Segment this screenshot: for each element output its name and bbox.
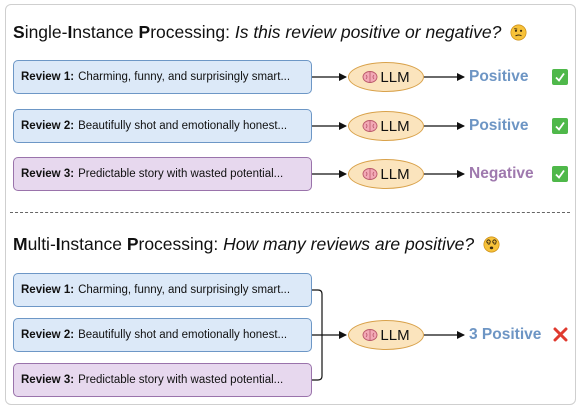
review-label: Review 2: [21,329,75,341]
single-review-1: Review 1: Charming, funny, and surprisin… [13,60,312,94]
cross-icon [553,327,568,347]
section-divider [10,212,570,213]
review-label: Review 3: [21,168,75,180]
single-review-2: Review 2: Beautifully shot and emotional… [13,109,312,143]
check-icon [552,69,568,85]
single-output-2: Positive [469,117,529,134]
dizzy-face-icon [483,236,500,258]
multi-output: 3 Positive [469,326,542,343]
review-text: Charming, funny, and surprisingly smart.… [78,71,291,83]
review-text: Predictable story with wasted potential.… [78,168,284,180]
brain-icon [362,120,378,132]
brain-icon [362,329,378,341]
check-icon [552,118,568,134]
brain-icon [362,168,378,180]
single-output-1: Positive [469,68,529,85]
multi-question: How many reviews are positive? [223,234,475,254]
multi-review-3: Review 3: Predictable story with wasted … [13,363,312,397]
multi-instance-title: Multi-Instance Processing: How many revi… [13,234,500,258]
llm-label: LLM [380,117,410,135]
single-output-3: Negative [469,165,534,182]
llm-node-3: LLM [348,159,424,189]
multi-review-1: Review 1: Charming, funny, and surprisin… [13,273,312,307]
review-label: Review 2: [21,120,75,132]
single-question: Is this review positive or negative? [234,22,502,42]
llm-node-2: LLM [348,111,424,141]
review-text: Predictable story with wasted potential.… [78,374,284,386]
brain-icon [362,71,378,83]
review-text: Beautifully shot and emotionally honest.… [78,329,288,341]
single-review-3: Review 3: Predictable story with wasted … [13,157,312,191]
review-text: Beautifully shot and emotionally honest.… [78,120,288,132]
llm-node-multi: LLM [348,320,424,350]
single-instance-title: Single-Instance Processing: Is this revi… [13,22,527,46]
review-text: Charming, funny, and surprisingly smart.… [78,284,291,296]
review-label: Review 1: [21,71,75,83]
llm-label: LLM [380,326,410,344]
confused-face-icon [510,24,527,46]
llm-label: LLM [380,68,410,86]
multi-review-2: Review 2: Beautifully shot and emotional… [13,318,312,352]
llm-node-1: LLM [348,62,424,92]
review-label: Review 3: [21,374,75,386]
review-label: Review 1: [21,284,75,296]
llm-label: LLM [380,165,410,183]
check-icon [552,166,568,182]
